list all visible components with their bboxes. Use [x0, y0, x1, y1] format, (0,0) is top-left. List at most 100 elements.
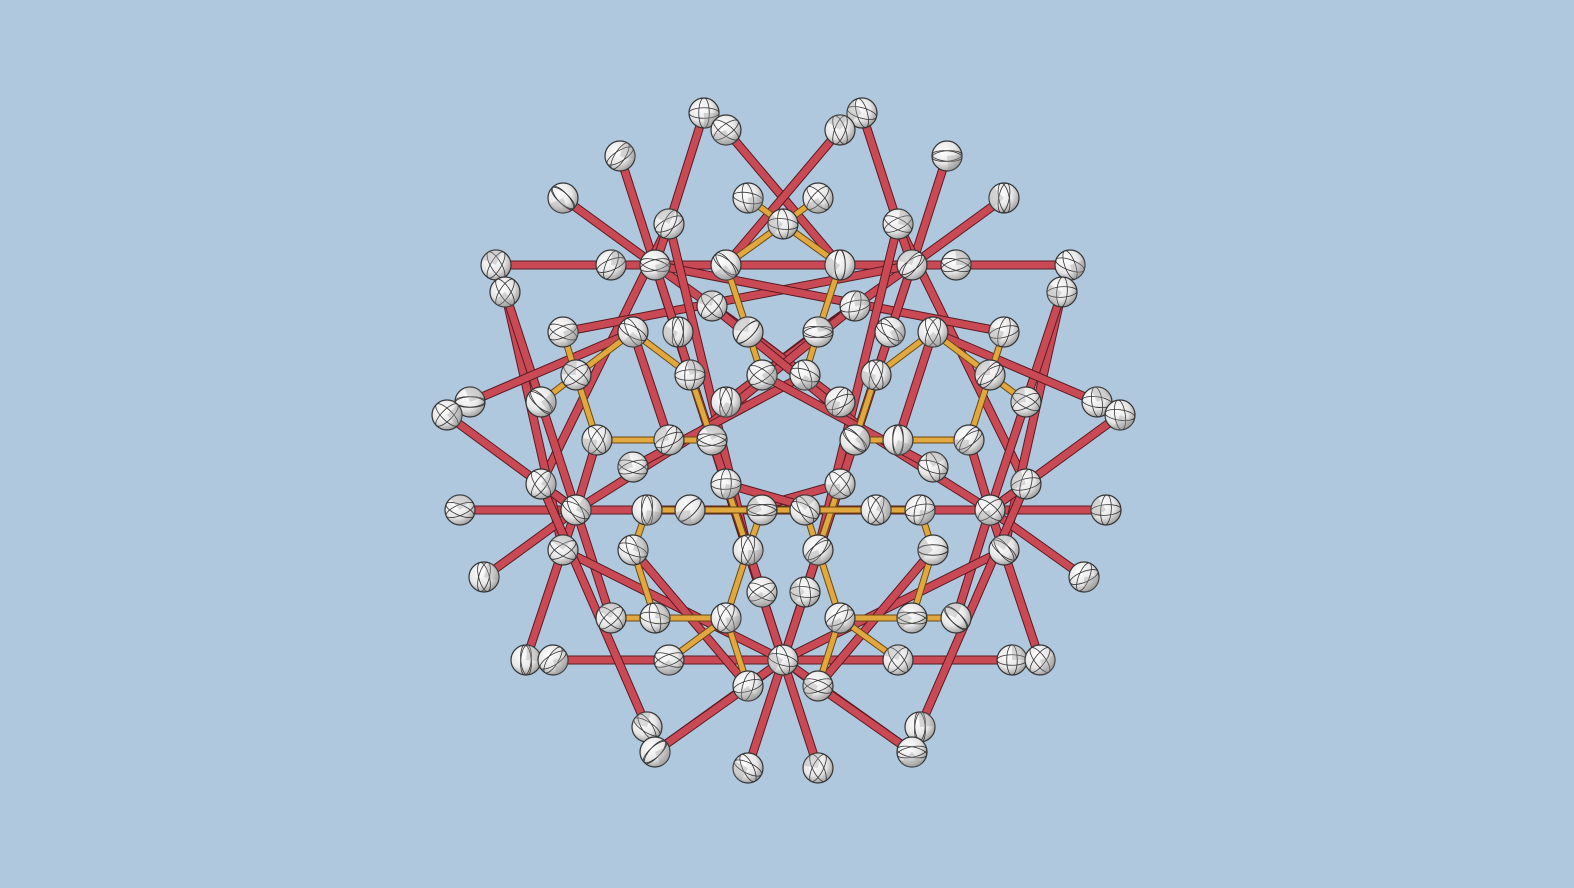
- atom-sphere[interactable]: [710, 468, 742, 503]
- atom-sphere[interactable]: [732, 182, 765, 214]
- atom-sphere[interactable]: [953, 424, 985, 456]
- atom-sphere[interactable]: [604, 140, 638, 172]
- atom-sphere[interactable]: [710, 114, 742, 149]
- atom-sphere[interactable]: [732, 315, 764, 348]
- atom-sphere[interactable]: [940, 249, 972, 281]
- atom-sphere[interactable]: [819, 249, 856, 281]
- atom-sphere[interactable]: [917, 316, 949, 353]
- atom-sphere[interactable]: [746, 359, 783, 391]
- atom-sphere[interactable]: [988, 529, 1020, 566]
- atom-sphere[interactable]: [802, 751, 834, 784]
- atom-sphere[interactable]: [653, 204, 685, 240]
- atom-sphere[interactable]: [710, 386, 742, 422]
- atom-sphere[interactable]: [824, 109, 856, 146]
- atom-sphere[interactable]: [560, 494, 596, 526]
- atom-sphere[interactable]: [984, 316, 1020, 348]
- atom-sphere[interactable]: [1081, 382, 1113, 418]
- atom-sphere[interactable]: [732, 670, 764, 707]
- atom-sphere[interactable]: [489, 276, 521, 314]
- atom-sphere[interactable]: [674, 356, 706, 391]
- atom-sphere[interactable]: [882, 208, 915, 240]
- atom-sphere[interactable]: [874, 316, 910, 348]
- atom-sphere[interactable]: [802, 534, 834, 569]
- atom-sphere[interactable]: [547, 182, 579, 218]
- atom-sphere[interactable]: [839, 290, 871, 322]
- atom-sphere[interactable]: [696, 419, 728, 456]
- atom-sphere[interactable]: [860, 494, 896, 526]
- atom-sphere[interactable]: [480, 245, 512, 281]
- atom-sphere[interactable]: [651, 424, 685, 456]
- atom-sphere[interactable]: [1068, 561, 1100, 593]
- atom-sphere[interactable]: [912, 534, 949, 566]
- atom-sphere[interactable]: [595, 598, 627, 634]
- atom-sphere[interactable]: [917, 446, 949, 483]
- atom-sphere[interactable]: [525, 468, 562, 500]
- atom-sphere[interactable]: [617, 316, 649, 353]
- atom-sphere[interactable]: [746, 576, 778, 612]
- atom-sphere[interactable]: [525, 386, 562, 418]
- atom-sphere[interactable]: [1085, 494, 1122, 526]
- atom-sphere[interactable]: [983, 182, 1020, 214]
- atom-sphere[interactable]: [762, 644, 799, 676]
- atom-sphere[interactable]: [940, 598, 972, 634]
- atom-sphere[interactable]: [431, 399, 468, 431]
- atom-sphere[interactable]: [762, 208, 799, 240]
- atom-sphere[interactable]: [839, 424, 876, 456]
- atom-sphere[interactable]: [547, 316, 583, 348]
- atom-sphere[interactable]: [468, 561, 502, 593]
- atom-sphere[interactable]: [904, 494, 936, 526]
- atom-sphere[interactable]: [688, 97, 720, 129]
- atom-sphere[interactable]: [857, 359, 892, 391]
- atom-sphere[interactable]: [896, 736, 928, 773]
- atom-sphere[interactable]: [454, 383, 486, 418]
- atom-sphere[interactable]: [904, 711, 936, 743]
- atom-sphere[interactable]: [631, 494, 663, 527]
- atom-sphere[interactable]: [1041, 276, 1078, 308]
- atom-sphere[interactable]: [580, 424, 613, 456]
- atom-sphere[interactable]: [742, 494, 778, 526]
- atom-sphere[interactable]: [789, 489, 821, 526]
- atom-sphere[interactable]: [797, 670, 834, 702]
- atom-sphere[interactable]: [653, 644, 685, 681]
- atom-sphere[interactable]: [974, 494, 1006, 528]
- atom-sphere[interactable]: [617, 534, 652, 566]
- atom-sphere[interactable]: [822, 386, 856, 418]
- atom-sphere[interactable]: [631, 709, 663, 743]
- atom-sphere[interactable]: [614, 451, 649, 483]
- atom-sphere[interactable]: [510, 644, 542, 676]
- atom-sphere[interactable]: [1054, 249, 1089, 281]
- atom-sphere[interactable]: [639, 249, 673, 281]
- atom-sphere[interactable]: [931, 140, 964, 172]
- atom-sphere[interactable]: [639, 736, 675, 768]
- atom-sphere[interactable]: [1009, 386, 1042, 418]
- atom-sphere[interactable]: [728, 752, 764, 784]
- atom-sphere[interactable]: [710, 249, 742, 286]
- atom-sphere[interactable]: [789, 359, 821, 396]
- atom-sphere[interactable]: [547, 529, 579, 566]
- atom-sphere[interactable]: [444, 489, 476, 526]
- atom-sphere[interactable]: [1024, 644, 1059, 676]
- atom-sphere[interactable]: [639, 602, 672, 634]
- atom-sphere[interactable]: [824, 602, 856, 638]
- atom-sphere[interactable]: [891, 602, 928, 634]
- atom-sphere[interactable]: [696, 288, 728, 322]
- atom-sphere[interactable]: [674, 494, 706, 527]
- atom-sphere[interactable]: [824, 468, 856, 500]
- atom-sphere[interactable]: [996, 644, 1028, 676]
- atom-sphere[interactable]: [882, 641, 914, 676]
- atom-sphere[interactable]: [841, 97, 878, 129]
- atom-sphere[interactable]: [658, 316, 694, 348]
- atom-sphere[interactable]: [1006, 468, 1042, 500]
- atom-sphere[interactable]: [560, 359, 592, 391]
- atom-sphere[interactable]: [802, 182, 834, 218]
- atom-sphere[interactable]: [732, 534, 764, 566]
- atom-sphere[interactable]: [896, 246, 928, 281]
- atom-sphere[interactable]: [537, 644, 571, 676]
- atom-sphere[interactable]: [784, 576, 821, 608]
- atom-sphere[interactable]: [1104, 399, 1136, 435]
- atom-sphere[interactable]: [710, 602, 743, 634]
- atom-sphere[interactable]: [882, 424, 914, 460]
- atom-sphere[interactable]: [595, 249, 627, 281]
